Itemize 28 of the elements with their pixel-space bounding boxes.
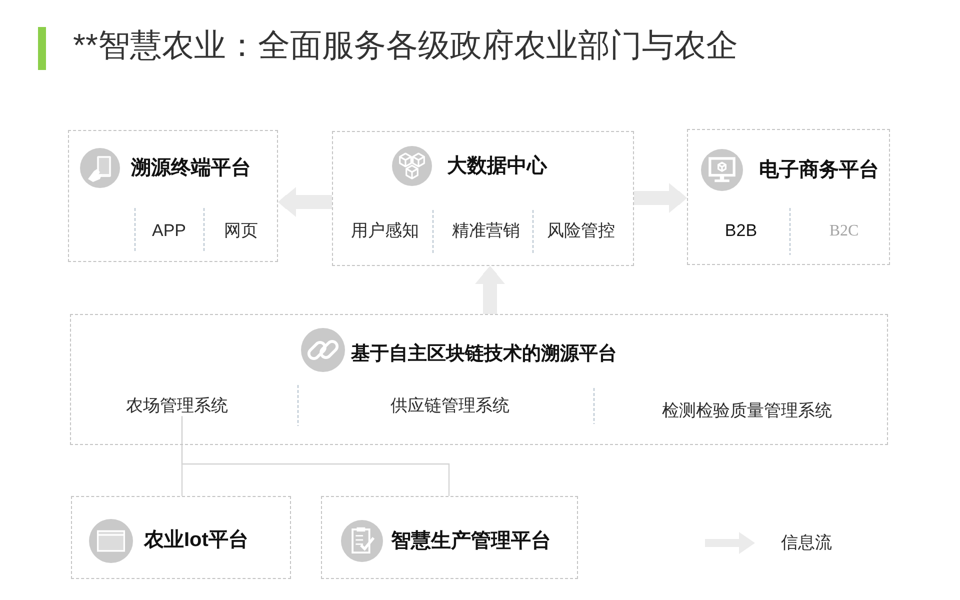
feature-label: 用户感知 (351, 220, 419, 242)
feature-label: 农场管理系统 (126, 396, 228, 416)
feature-label: 精准营销 (452, 220, 520, 242)
connector-line (181, 416, 450, 496)
panel-title: 农业Iot平台 (144, 528, 248, 552)
platform-panel (332, 131, 634, 266)
panel-title: 大数据中心 (447, 154, 547, 178)
feature-label: 风险管控 (547, 220, 615, 242)
block-arrow (634, 183, 687, 213)
panel-title: 基于自主区块链技术的溯源平台 (351, 344, 617, 366)
block-arrow (278, 187, 332, 217)
legend-label: 信息流 (781, 532, 832, 554)
feature-label: B2C (829, 221, 859, 241)
feature-label: B2B (724, 220, 758, 242)
page-title: **智慧农业：全面服务各级政府农业部门与农企 (73, 26, 738, 65)
feature-label: 网页 (224, 220, 258, 242)
feature-label: 检测检验质量管理系统 (662, 400, 832, 422)
platform-panel (321, 496, 578, 579)
panel-title: 溯源终端平台 (131, 156, 251, 180)
platform-panel (68, 130, 278, 262)
platform-panel (687, 129, 890, 265)
feature-label: APP (152, 220, 186, 242)
platform-panel (71, 496, 291, 579)
block-arrow (475, 266, 505, 314)
panel-title: 电子商务平台 (759, 158, 879, 182)
panel-title: 智慧生产管理平台 (391, 529, 551, 553)
feature-label: 供应链管理系统 (390, 396, 510, 416)
platform-panel (70, 314, 888, 445)
